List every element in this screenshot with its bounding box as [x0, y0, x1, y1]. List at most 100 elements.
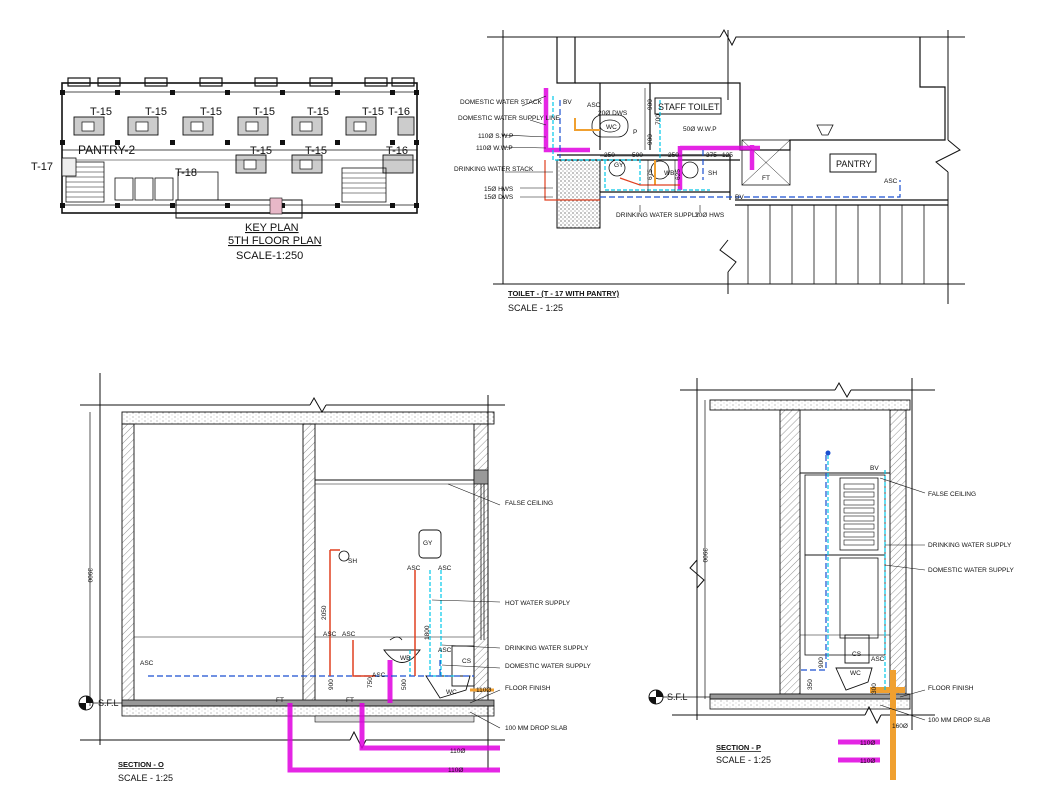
plan-label: 50Ø W.W.P [683, 126, 717, 133]
fixture-label: FT [346, 697, 354, 704]
fixture-label: CS [852, 651, 862, 658]
plan-label: DOMESTIC WATER SUPPLY LINE [458, 115, 561, 122]
section-label: FLOOR FINISH [505, 685, 551, 692]
toilet-plan-scale: SCALE - 1:25 [508, 303, 563, 313]
plan-label: ASC [587, 102, 601, 109]
t18-label: T-18 [175, 167, 197, 179]
unit-label: T-15 [200, 106, 222, 118]
dim: 110Ø [450, 748, 465, 755]
section-label: FLOOR FINISH [928, 685, 974, 692]
section-p-title: SECTION - P [716, 743, 761, 752]
toilet-plan: DOMESTIC WATER STACK DOMESTIC WATER SUPP… [454, 28, 965, 313]
plan-label: 20Ø DWS [598, 110, 628, 117]
section-o-title: SECTION - O [118, 760, 164, 769]
fixture-label: WB [400, 655, 410, 662]
plan-label: 15Ø HWS [484, 186, 514, 193]
plan-label: 110Ø S.W.P [478, 133, 513, 140]
plan-label: P [633, 129, 637, 136]
fixture-label: GY [423, 540, 433, 547]
section-label: DOMESTIC WATER SUPPLY [928, 567, 1014, 574]
unit-label: T-15 [362, 106, 384, 118]
dim: 675 [647, 169, 654, 180]
section-o: FALSE CEILING HOT WATER SUPPLY DRINKING … [78, 373, 591, 783]
dim: 500 [401, 679, 408, 690]
fixture-label: ASC [438, 647, 452, 654]
fixture-label: ASC [342, 631, 356, 638]
dim: 375 [706, 152, 717, 159]
dim: 625 [675, 169, 682, 180]
section-label: 100 MM DROP SLAB [505, 725, 567, 732]
dim: 500 [632, 152, 643, 159]
dim: 700 [655, 114, 662, 125]
pantry-label: PANTRY [836, 159, 872, 169]
toilet-plan-title: TOILET - (T - 17 WITH PANTRY) [508, 289, 620, 298]
plan-label: 15Ø DWS [484, 194, 514, 201]
plan-label: FT [762, 175, 770, 182]
sfl-label: S.F.L [667, 692, 688, 702]
unit-label: T-15 [307, 106, 329, 118]
fixture-label: ASC [372, 672, 386, 679]
dim: 110Ø [448, 767, 463, 774]
section-label: DRINKING WATER SUPPLY [928, 542, 1012, 549]
section-label: HOT WATER SUPPLY [505, 600, 571, 607]
plan-label: WB [664, 170, 674, 177]
section-o-scale: SCALE - 1:25 [118, 773, 173, 783]
dim: 1800 [424, 625, 431, 640]
staff-toilet-label: STAFF TOILET [658, 102, 720, 112]
dim: 750 [367, 677, 374, 688]
plan-label: ASC [884, 178, 898, 185]
plan-label: DRINKING WATER SUPPLY [616, 212, 700, 219]
fixture-label: BV [870, 465, 879, 472]
dim: 160Ø [892, 723, 908, 730]
section-label: DOMESTIC WATER SUPPLY [505, 663, 591, 670]
pantry-label: PANTRY-2 [78, 143, 135, 157]
dim: 110Ø [860, 758, 875, 765]
dim: 125 [722, 152, 733, 159]
height-dim: 3900 [701, 548, 708, 563]
unit-label: T-16 [386, 145, 408, 157]
fixture-label: ASC [140, 660, 154, 667]
unit-label: T-16 [388, 106, 410, 118]
plan-label: DRINKING WATER STACK [454, 166, 534, 173]
plan-label: BV [735, 194, 744, 201]
unit-label: T-15 [253, 106, 275, 118]
section-p-scale: SCALE - 1:25 [716, 755, 771, 765]
unit-label: T-15 [90, 106, 112, 118]
dim: 900 [328, 679, 335, 690]
section-p: FALSE CEILING DRINKING WATER SUPPLY DOME… [648, 378, 1014, 780]
key-plan-subtitle: 5TH FLOOR PLAN [228, 235, 322, 247]
section-label: FALSE CEILING [928, 491, 976, 498]
unit-label: T-15 [305, 145, 327, 157]
fixture-label: ASC [871, 656, 885, 663]
t17-label: T-17 [31, 161, 53, 173]
fixture-label: ASC [438, 565, 452, 572]
dim: 250 [604, 152, 615, 159]
plan-label: SH [708, 170, 717, 177]
fixture-label: WC [850, 670, 861, 677]
key-plan: T-15 T-15 T-15 T-15 T-15 T-15 T-16 T-15 … [31, 77, 419, 262]
sfl-label: S.F.L [98, 698, 119, 708]
fixture-label: ASC [407, 565, 421, 572]
section-label: 100 MM DROP SLAB [928, 717, 990, 724]
fixture-label: FT [276, 697, 284, 704]
fixture-label: ASC [323, 631, 337, 638]
fixture-label: SH [348, 558, 357, 565]
section-label: FALSE CEILING [505, 500, 553, 507]
fixture-label: WC [446, 689, 457, 696]
dim: 900 [818, 657, 825, 668]
height-dim: 3900 [86, 568, 93, 583]
dim: 250 [668, 152, 679, 159]
dim: 900 [647, 99, 654, 110]
key-plan-scale: SCALE-1:250 [236, 250, 303, 262]
dim: 350 [807, 679, 814, 690]
fixture-label: CS [462, 658, 472, 665]
plan-label: BV [563, 99, 572, 106]
plan-label: GY [614, 162, 624, 169]
dim: 2050 [321, 605, 328, 620]
plan-label: WC [606, 124, 617, 131]
unit-label: T-15 [250, 145, 272, 157]
dim: 900 [647, 134, 654, 145]
unit-label: T-15 [145, 106, 167, 118]
plan-label: DOMESTIC WATER STACK [460, 99, 543, 106]
